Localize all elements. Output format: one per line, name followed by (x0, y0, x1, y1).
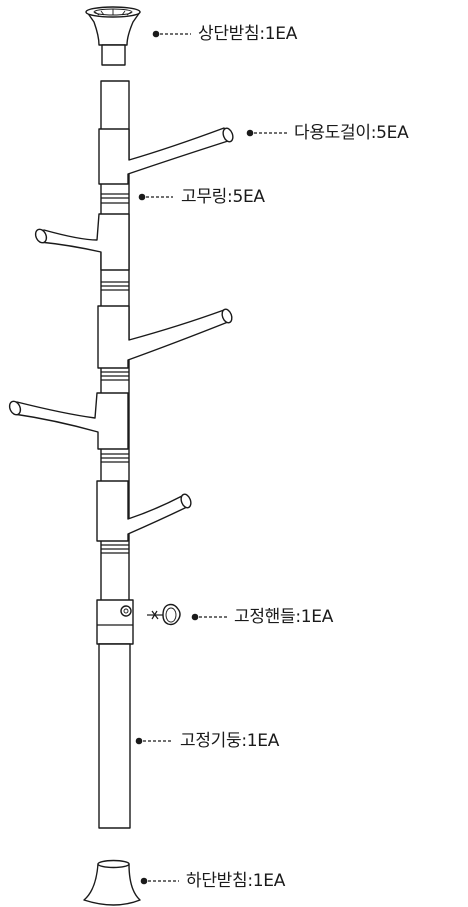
leader-top-cap (152, 30, 191, 38)
label-handle: 고정핸들:1EA (234, 607, 334, 627)
fixed-pole (98, 643, 131, 829)
fixing-handle (147, 603, 181, 626)
label-pole: 고정기둥:1EA (180, 731, 280, 751)
leader-bottom-base (140, 877, 179, 885)
leader-pole (135, 737, 173, 745)
lock-collar (96, 599, 134, 645)
hook-3 (97, 305, 233, 369)
rubber-ring-group (101, 193, 129, 554)
hook-1 (98, 127, 234, 185)
label-hook: 다용도걸이:5EA (294, 123, 409, 143)
leader-handle (191, 613, 227, 621)
label-top-cap: 상단받침:1EA (198, 24, 298, 44)
top-cap (85, 6, 141, 66)
bottom-base (83, 859, 141, 906)
label-bottom-base: 하단받침:1EA (186, 871, 286, 891)
hook-2 (34, 213, 130, 271)
hook-4 (8, 392, 129, 450)
hook-5 (96, 480, 192, 542)
leader-hook (246, 129, 287, 137)
leader-rubber-ring (138, 193, 173, 201)
label-rubber-ring: 고무링:5EA (181, 187, 265, 207)
